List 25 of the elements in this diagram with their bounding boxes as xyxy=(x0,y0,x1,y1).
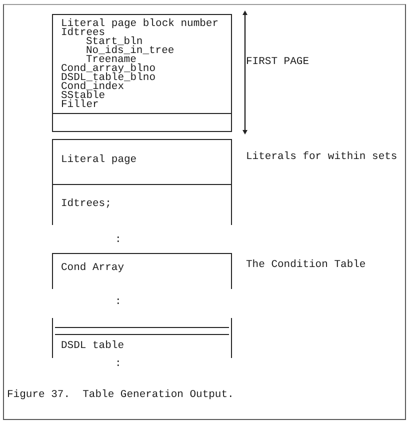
section-note: The Condition Table xyxy=(246,259,366,271)
memory-section xyxy=(52,318,232,358)
field-name: Idtrees; xyxy=(61,200,112,209)
field-name: Literal page xyxy=(61,156,138,165)
field-name: No_ids_in_tree xyxy=(85,47,176,56)
empty-section xyxy=(52,113,232,132)
memory-section xyxy=(52,14,232,114)
continuation-mark: : xyxy=(115,358,122,370)
memory-section xyxy=(52,139,232,185)
field-name: Treename xyxy=(86,56,136,65)
field-name: Cond Array xyxy=(61,264,126,273)
field-name: DSDL_table_blno xyxy=(61,74,157,83)
section-note: Literals for within sets xyxy=(246,151,398,163)
field-name: Cond_index xyxy=(61,83,124,92)
section-note: FIRST PAGE xyxy=(246,56,310,68)
memory-section xyxy=(52,253,232,289)
memory-section xyxy=(52,184,232,225)
field-name: Literal page block number xyxy=(61,20,220,29)
continuation-mark: : xyxy=(115,296,122,308)
field-name: Start_bln xyxy=(85,38,143,47)
continuation-mark: : xyxy=(115,234,122,246)
field-name: DSDL table xyxy=(61,342,126,351)
field-name: Cond_array_blno xyxy=(61,65,157,74)
field-name: Filler xyxy=(61,101,100,110)
figure-caption: Figure 37. Table Generation Output. xyxy=(7,389,234,401)
